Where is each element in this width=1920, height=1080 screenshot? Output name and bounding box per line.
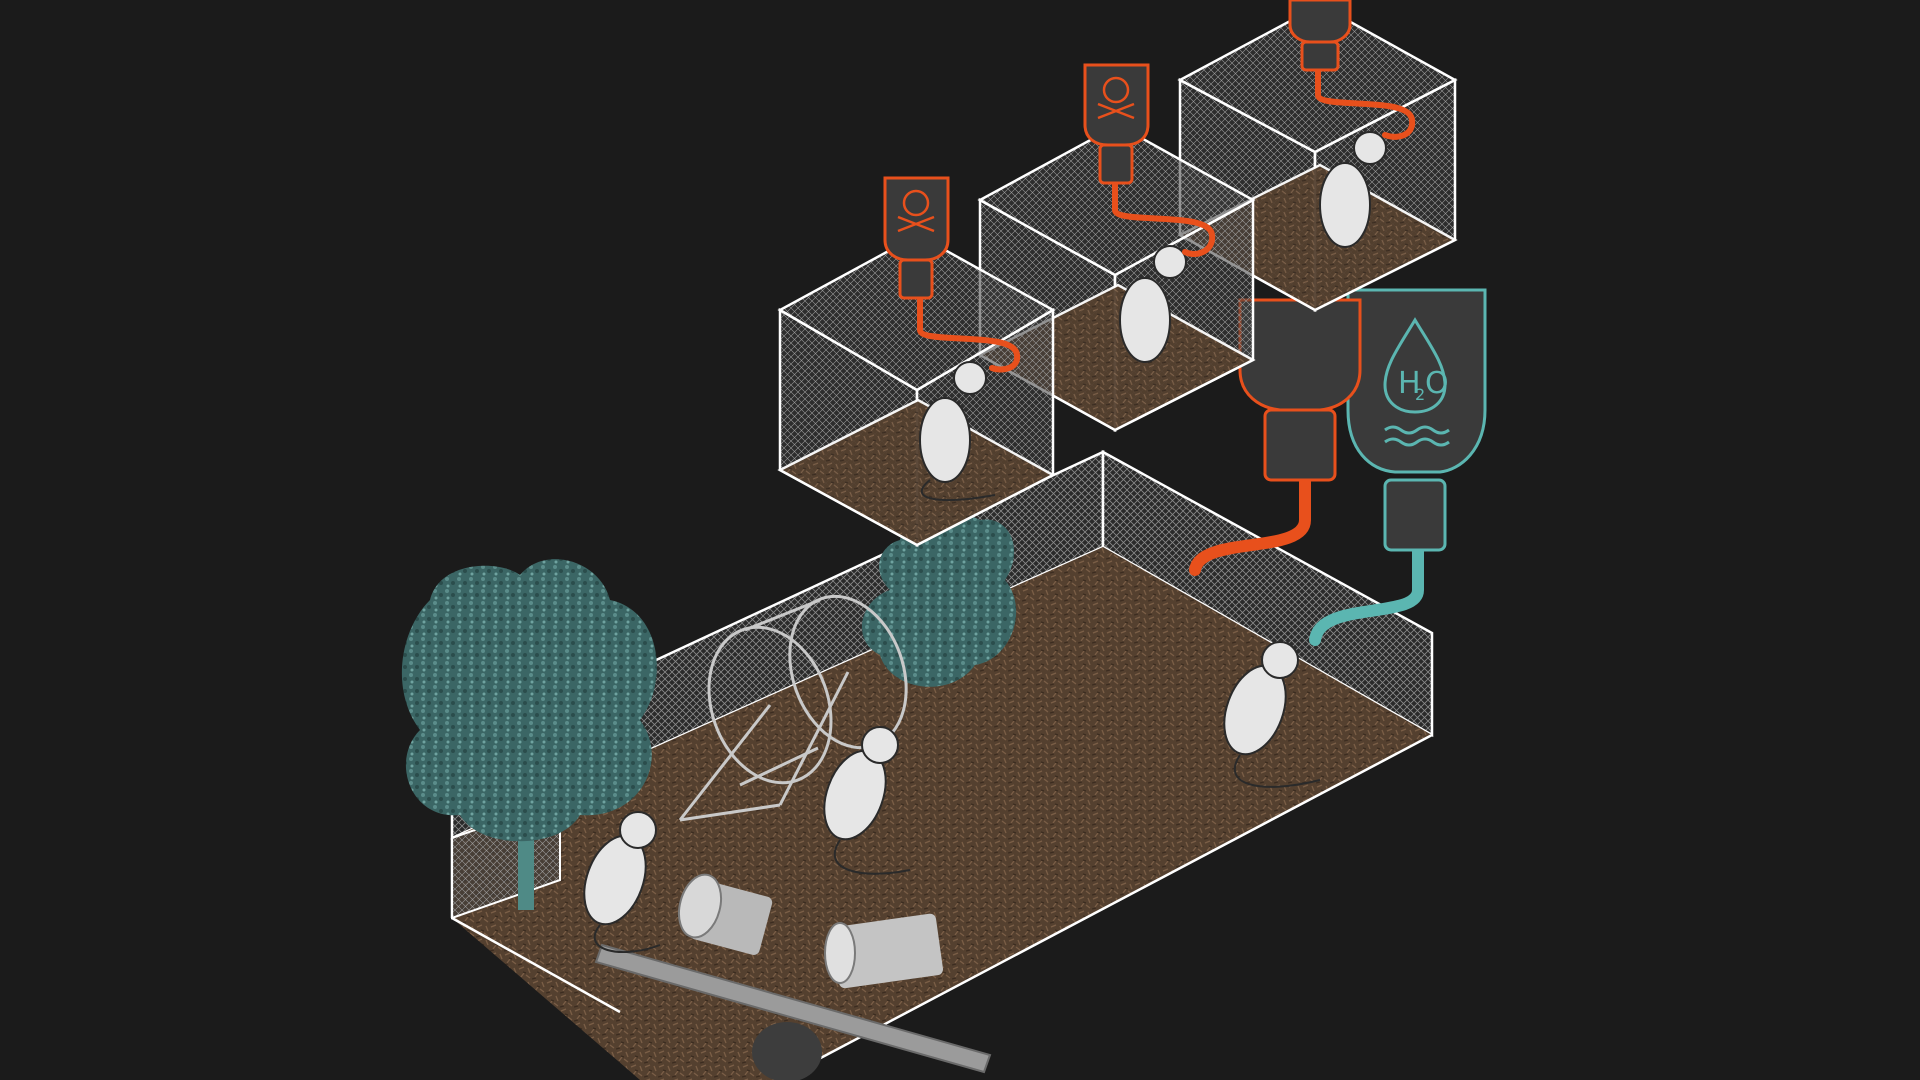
isolation-cage-1 bbox=[777, 176, 1056, 548]
rat-1 bbox=[583, 811, 661, 953]
enclosure-back-right-wall bbox=[1101, 449, 1434, 738]
drug-tube-1 bbox=[917, 292, 1021, 373]
small-tree bbox=[861, 511, 1017, 687]
h2o-label-2: 2 bbox=[1415, 385, 1425, 404]
tin-can-2 bbox=[824, 913, 944, 989]
drug-tube-2 bbox=[1112, 182, 1216, 257]
drug-tube-main bbox=[1189, 469, 1311, 576]
isolated-rat-3 bbox=[1319, 131, 1387, 248]
h2o-label-o: O bbox=[1425, 366, 1449, 401]
wave-icon bbox=[1384, 425, 1450, 447]
drug-bottle-main bbox=[1189, 298, 1362, 576]
h2o-label-h: H bbox=[1398, 366, 1421, 401]
water-bottle: H 2 O bbox=[1309, 288, 1487, 646]
seesaw bbox=[594, 943, 992, 1080]
skull-crossbones-icon bbox=[1097, 76, 1135, 120]
water-tube bbox=[1309, 534, 1424, 646]
isolated-rat-1 bbox=[919, 361, 996, 501]
tin-can-1 bbox=[677, 873, 773, 955]
skull-crossbones-icon bbox=[897, 189, 935, 233]
drug-tube-3 bbox=[1315, 67, 1416, 140]
big-tree bbox=[401, 559, 657, 910]
water-drop-icon bbox=[1383, 317, 1447, 414]
isolated-rat-2 bbox=[1119, 245, 1187, 363]
rat-3 bbox=[1223, 641, 1321, 788]
rat-2 bbox=[823, 726, 911, 875]
enclosure-mulch-floor bbox=[452, 547, 1432, 1080]
